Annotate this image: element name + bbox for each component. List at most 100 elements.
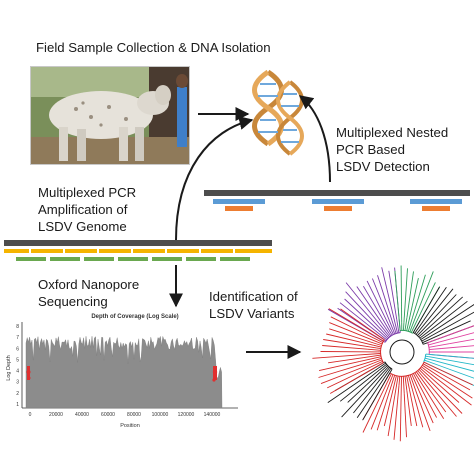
tree-branch [362,394,382,433]
tree-branch [428,343,450,348]
arrow-genome-to-dna [175,116,254,241]
tree-branch [409,389,418,427]
tree-branch [414,323,422,334]
tree-branch [381,366,389,374]
tree-branch [426,399,437,418]
tree-branch [430,300,468,331]
tree-branch [424,286,440,314]
tree-branch [378,326,390,339]
tree-branch [341,372,383,418]
ytick-label: 4 [16,369,19,375]
tree-branch [424,359,440,366]
tree-branch [415,390,431,432]
tree-branch [327,376,366,403]
nanopore-label-line1: Oxford Nanopore [38,277,140,292]
tree-branch [345,291,379,328]
tree-branch [407,375,410,379]
tree-branch [384,374,394,396]
tree-branch [412,312,425,333]
tree-branch [330,316,370,337]
tree-branch [364,362,386,378]
tree-branch [439,332,474,343]
tree-branch [399,396,402,442]
tree-branch [418,296,464,337]
tree-branch [419,282,436,314]
tree-branch [366,365,388,386]
tree-branch [404,375,408,391]
tree-branch [449,338,474,345]
tree-branch [416,371,447,413]
tree-branch [381,267,396,325]
tree-branch [406,375,410,390]
tree-branch [404,317,408,331]
tree-branch [422,364,441,378]
tree-branch [412,274,426,318]
inner-amplicon-1 [225,206,253,211]
tree-branch [383,337,388,341]
tree-branch [380,373,392,395]
tree-branch [364,362,384,374]
tree-branch [366,280,392,331]
tree-branch [410,313,421,333]
tree-branch [417,319,433,336]
green-amplicon [152,257,182,261]
tree-branch [322,345,368,350]
tree-branch [440,376,473,399]
outer-amplicon-3 [410,199,462,204]
tree-branch [329,372,366,394]
inner-amplicon-2 [324,206,352,211]
tree-branch [376,347,381,350]
tree-clade-arc [384,332,401,343]
tree-branch [397,308,401,331]
tree-branch [424,357,437,362]
coverage-area [25,335,223,409]
tree-branch [345,282,381,325]
multiplex-pcr-label-line1: Multiplexed PCR [38,185,137,200]
tree-branch [420,366,431,375]
tree-branch [430,364,473,386]
tree-branch [422,332,444,344]
tree-branch [329,328,377,345]
tree-branch [402,376,405,394]
tree-branch [391,374,396,385]
nested-pcr-label-line3: LSDV Detection [336,159,430,174]
ytick-label: 7 [16,335,19,341]
tree-clade-arc [384,361,393,370]
tree-branch [406,390,412,426]
tree-branch [417,376,445,420]
tree-branch [420,304,474,340]
tree-branch [328,308,382,340]
green-amplicon [16,257,46,261]
tree-branch [363,354,381,359]
tree-branch [438,365,474,379]
inner-amplicon-3 [422,206,450,211]
tree-branch [411,374,434,424]
tree-branch [362,386,383,421]
tree-branch [369,335,383,343]
tree-branch [340,308,381,338]
tree-branch [328,357,364,364]
phylogenetic-tree [312,265,474,442]
tree-branch [339,369,380,402]
tree-branch [415,288,454,335]
ytick-label: 3 [16,380,19,386]
low-coverage-right [212,366,218,382]
tree-branch [421,334,434,342]
tree-branch [429,348,442,351]
tree-branch [421,369,460,403]
tree-branch [432,294,457,321]
tree-root-ring [389,339,415,365]
tree-branch [327,371,361,389]
tree-branch [393,385,400,440]
tree-branch [373,344,382,348]
multiplex-amplicon-track [4,240,272,261]
tree-clade-arc [413,332,424,345]
xtick-label: 80000 [127,412,141,418]
tree-branch [433,325,474,341]
variants-label-line1: Identification of [209,289,298,304]
tree-branch [379,324,391,338]
tree-branch [421,286,447,324]
